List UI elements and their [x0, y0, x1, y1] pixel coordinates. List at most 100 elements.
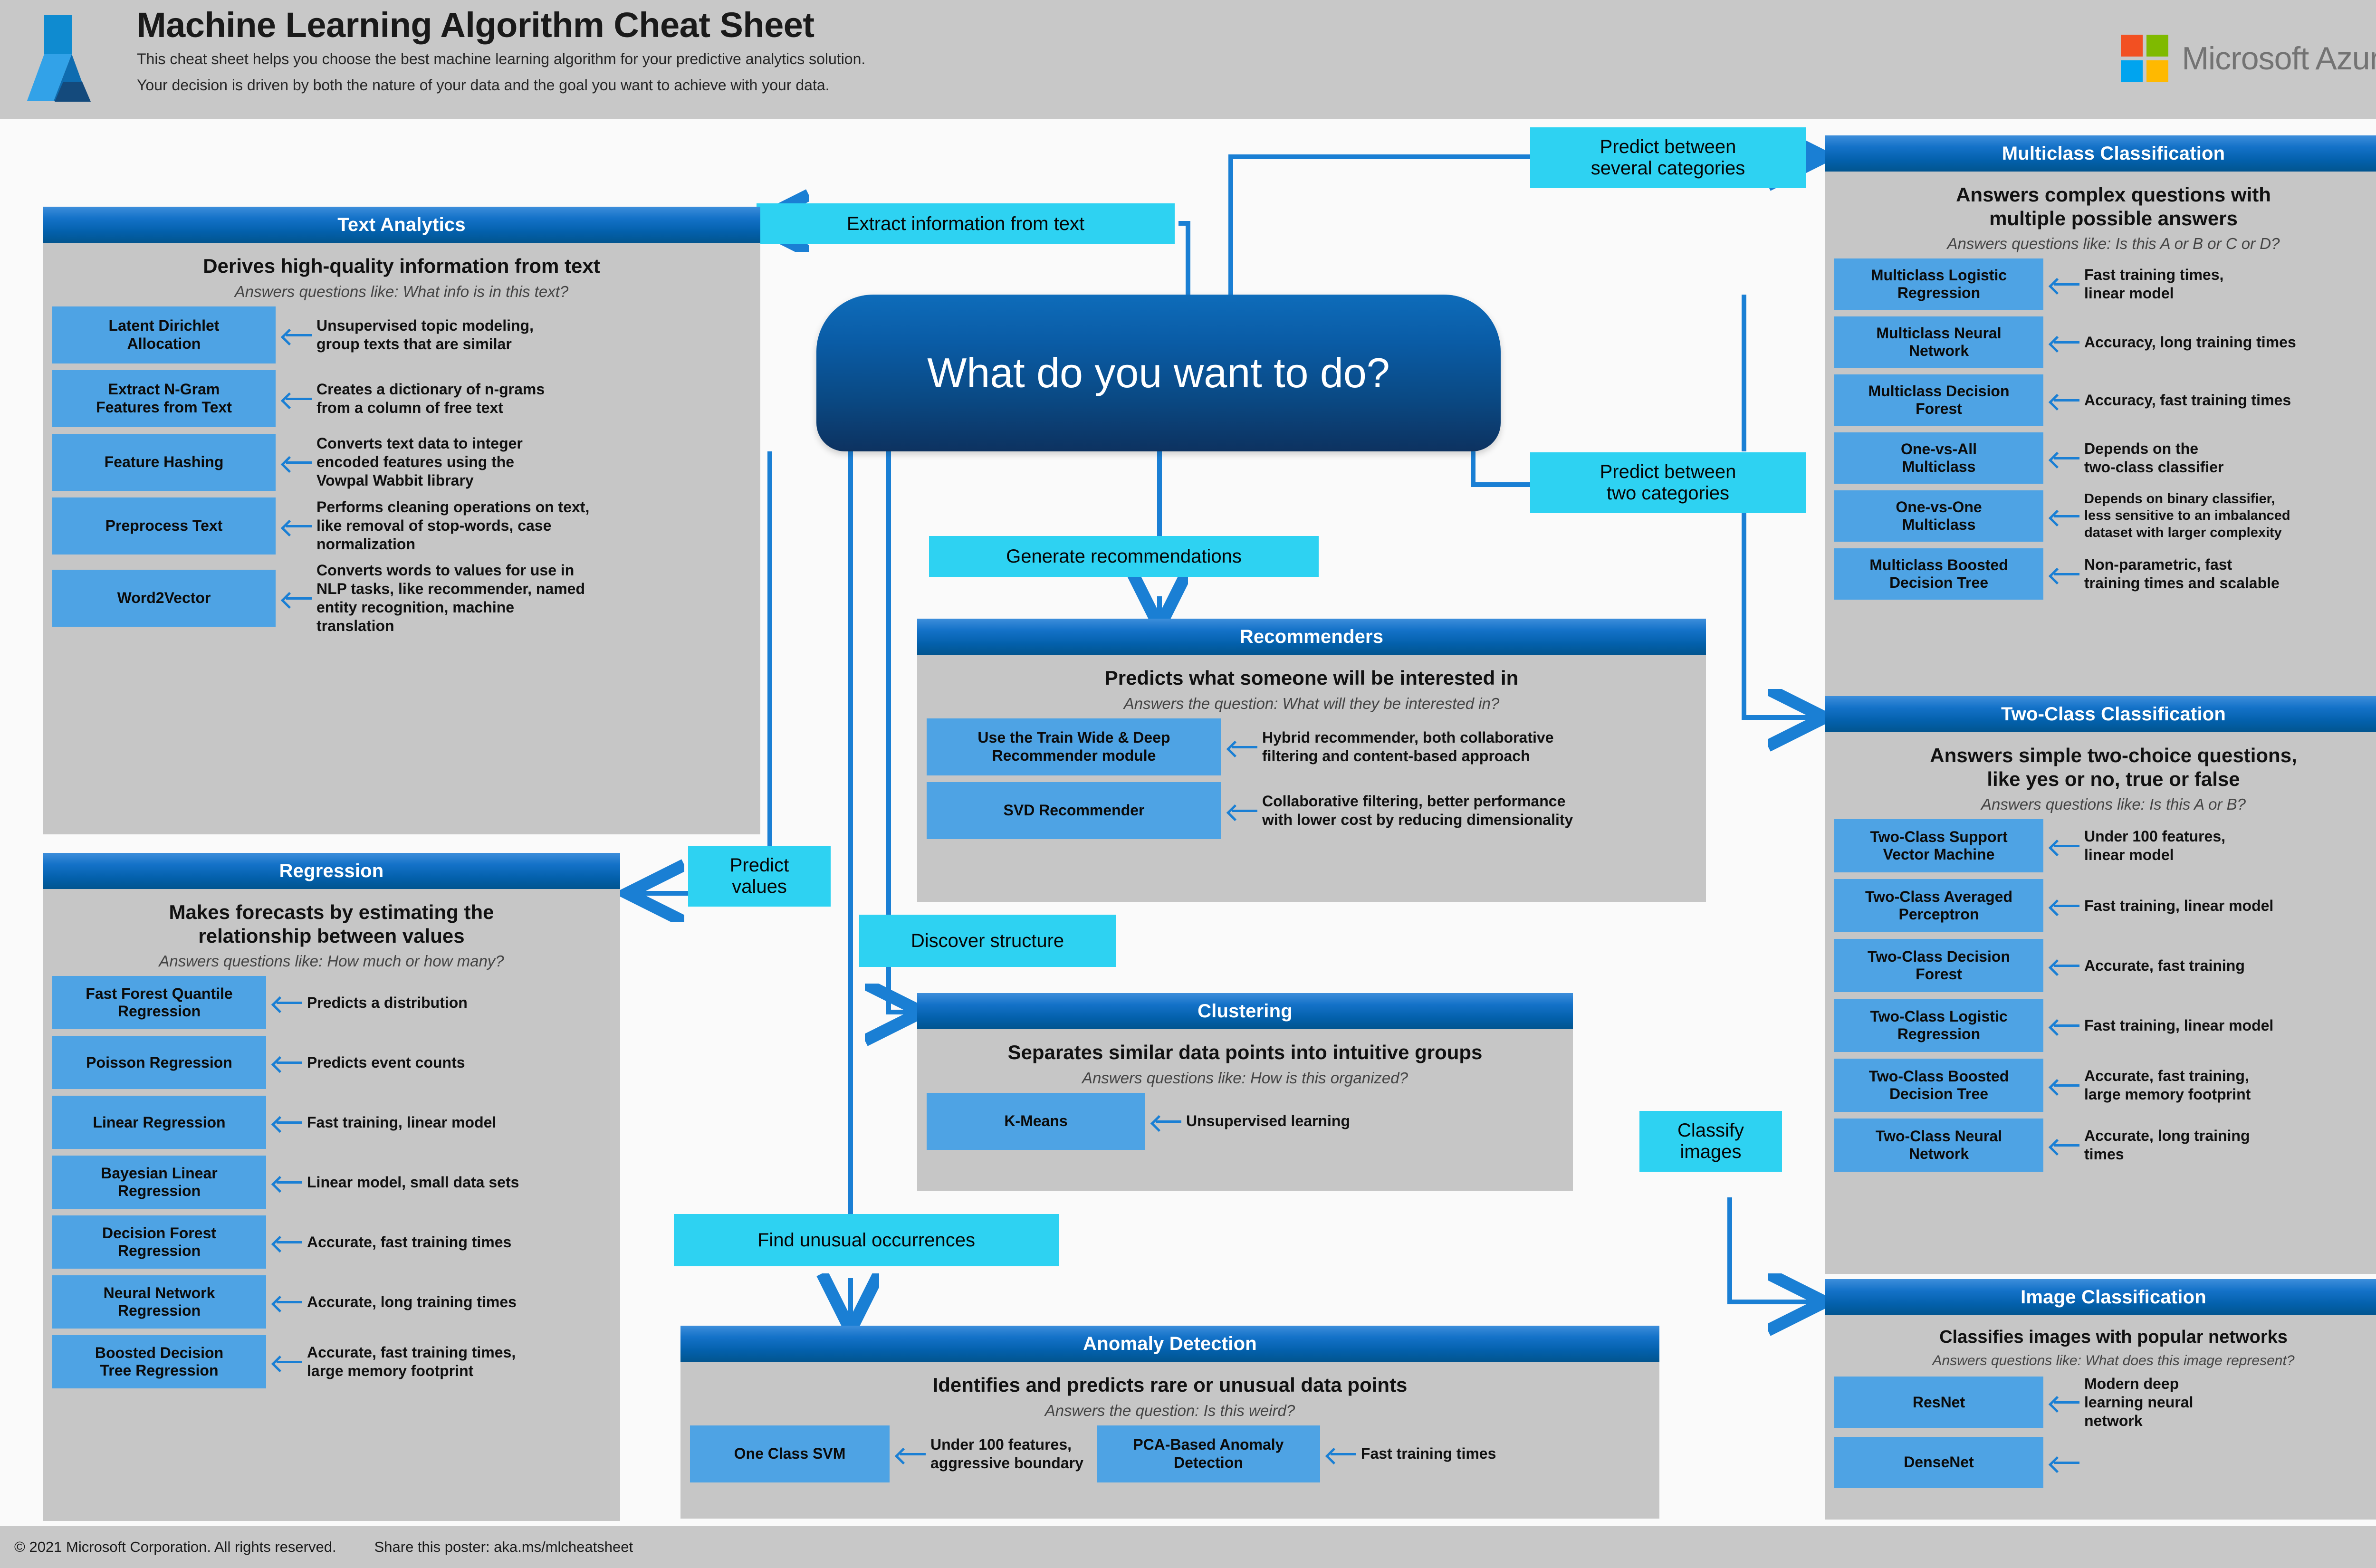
panel-lead: Separates similar data points into intui…	[1007, 1041, 1483, 1063]
decision-label-extract-information-from-text[interactable]: Extract information from text	[757, 203, 1175, 244]
algorithm-description: Predicts a distribution	[307, 994, 468, 1011]
algorithm-description: Accurate, long training times	[307, 1293, 517, 1310]
algorithm-box[interactable]: Two-Class Averaged Perceptron	[1834, 879, 2043, 933]
arrow-left-icon	[1226, 803, 1257, 818]
algorithm-box[interactable]: Two-Class Neural Network	[1834, 1119, 2043, 1172]
algorithm-list: Latent Dirichlet Allocation Unsupervised…	[52, 306, 751, 635]
algorithm-box[interactable]: One-vs-All Multiclass	[1834, 432, 2043, 484]
panel-lead: Answers complex questions with multiple …	[1956, 183, 2271, 229]
algorithm-box[interactable]: Linear Regression	[52, 1096, 266, 1149]
panel-multiclass-classification: Multiclass Classification Answers comple…	[1825, 135, 2376, 704]
panel-lead: Identifies and predicts rare or unusual …	[932, 1374, 1408, 1396]
algorithm-row: Two-Class Averaged Perceptron Fast train…	[1834, 879, 2376, 933]
algorithm-box[interactable]: SVD Recommender	[927, 782, 1221, 839]
algorithm-box[interactable]: Feature Hashing	[52, 433, 276, 491]
algorithm-description: Fast training, linear model	[307, 1113, 497, 1131]
decision-label-predict-between-two-categories[interactable]: Predict between two categories	[1530, 452, 1806, 513]
arrow-left-icon	[2048, 393, 2079, 407]
algorithm-box[interactable]: Neural Network Regression	[52, 1275, 266, 1329]
algorithm-box[interactable]: Multiclass Boosted Decision Tree	[1834, 548, 2043, 600]
arrow-left-icon	[894, 1447, 926, 1461]
algorithm-row: Fast Forest Quantile Regression Predicts…	[52, 976, 611, 1030]
algorithm-box[interactable]: K-Means	[927, 1092, 1145, 1150]
algorithm-list: Fast Forest Quantile Regression Predicts…	[52, 976, 611, 1389]
arrow-left-icon	[1226, 740, 1257, 754]
algorithm-box[interactable]: Extract N-Gram Features from Text	[52, 370, 276, 427]
header-subtitle-line1: This cheat sheet helps you choose the be…	[137, 50, 866, 67]
arrow-left-icon	[280, 455, 312, 469]
panel-title-two-class-classification: Two-Class Classification	[1825, 696, 2376, 732]
header-subtitle-line2: Your decision is driven by both the natu…	[137, 76, 830, 94]
algorithm-list: ResNet Modern deep learning neural netwo…	[1834, 1375, 2376, 1488]
arrow-left-icon	[271, 995, 302, 1010]
decision-label-predict-between-several-categories[interactable]: Predict between several categories	[1530, 127, 1806, 188]
panel-image-classification: Image Classification Classifies images w…	[1825, 1279, 2376, 1520]
decision-label-predict-values[interactable]: Predict values	[688, 846, 831, 907]
algorithm-box[interactable]: Two-Class Logistic Regression	[1834, 999, 2043, 1052]
arrow-left-icon	[2048, 1078, 2079, 1092]
algorithm-description: Collaborative filtering, better performa…	[1262, 792, 1573, 828]
algorithm-row: Poisson Regression Predicts event counts	[52, 1036, 611, 1090]
algorithm-description: Accurate, fast training times	[307, 1233, 512, 1251]
algorithm-box[interactable]: PCA-Based Anomaly Detection	[1096, 1425, 1320, 1482]
arrow-left-icon	[1325, 1447, 1356, 1461]
algorithm-row: Bayesian Linear Regression Linear model,…	[52, 1156, 611, 1209]
microsoft-logo-icon	[2121, 35, 2169, 82]
algorithm-list: Two-Class Support Vector Machine Under 1…	[1834, 819, 2376, 1172]
panel-question: Answers questions like: How is this orga…	[1082, 1069, 1408, 1087]
algorithm-box[interactable]: Two-Class Boosted Decision Tree	[1834, 1059, 2043, 1112]
algorithm-description: Under 100 features, linear model	[2084, 828, 2226, 864]
algorithm-box[interactable]: Latent Dirichlet Allocation	[52, 306, 276, 363]
algorithm-row: Multiclass Neural Network Accuracy, long…	[1834, 316, 2376, 368]
algorithm-box[interactable]: Two-Class Support Vector Machine	[1834, 819, 2043, 873]
algorithm-box[interactable]: Two-Class Decision Forest	[1834, 939, 2043, 993]
algorithm-row: Two-Class Support Vector Machine Under 1…	[1834, 819, 2376, 873]
algorithm-list: Multiclass Logistic Regression Fast trai…	[1834, 258, 2376, 600]
algorithm-description: Accuracy, fast training times	[2084, 391, 2291, 409]
algorithm-box[interactable]: Multiclass Logistic Regression	[1834, 258, 2043, 310]
algorithm-box[interactable]: Preprocess Text	[52, 497, 276, 555]
algorithm-box[interactable]: Decision Forest Regression	[52, 1215, 266, 1269]
panel-title-text-analytics: Text Analytics	[43, 207, 760, 243]
algorithm-row: Two-Class Decision Forest Accurate, fast…	[1834, 939, 2376, 993]
algorithm-row: Multiclass Decision Forest Accuracy, fas…	[1834, 374, 2376, 426]
algorithm-description: Linear model, small data sets	[307, 1173, 519, 1191]
algorithm-box[interactable]: Boosted Decision Tree Regression	[52, 1335, 266, 1389]
algorithm-box[interactable]: ResNet	[1834, 1377, 2043, 1428]
panel-regression: Regression Makes forecasts by estimating…	[43, 853, 620, 1521]
panel-title-anomaly-detection: Anomaly Detection	[680, 1326, 1659, 1362]
panel-lead: Derives high-quality information from te…	[203, 255, 600, 277]
algorithm-box[interactable]: Bayesian Linear Regression	[52, 1156, 266, 1209]
algorithm-row: Extract N-Gram Features from Text Create…	[52, 370, 751, 427]
panel-question: Answers questions like: Is this A or B o…	[1947, 235, 2280, 253]
arrow-left-icon	[2048, 958, 2079, 973]
panel-question: Answers questions like: How much or how …	[159, 952, 504, 970]
decision-label-discover-structure[interactable]: Discover structure	[859, 915, 1116, 967]
algorithm-row: Use the Train Wide & Deep Recommender mo…	[927, 718, 1696, 775]
algorithm-box[interactable]: Fast Forest Quantile Regression	[52, 976, 266, 1030]
arrow-left-icon	[271, 1055, 302, 1070]
arrow-left-icon	[2048, 1455, 2079, 1470]
central-question-node: What do you want to do?	[816, 295, 1501, 451]
page-title: Machine Learning Algorithm Cheat Sheet	[137, 5, 814, 45]
arrow-left-icon	[280, 519, 312, 533]
algorithm-box[interactable]: Multiclass Neural Network	[1834, 316, 2043, 368]
algorithm-box[interactable]: Poisson Regression	[52, 1036, 266, 1090]
panel-lead: Predicts what someone will be interested…	[1104, 667, 1519, 689]
poster-header: Machine Learning Algorithm Cheat Sheet T…	[0, 0, 2376, 119]
panel-two-class-classification: Two-Class Classification Answers simple …	[1825, 696, 2376, 1274]
algorithm-box[interactable]: Word2Vector	[52, 569, 276, 627]
decision-label-find-unusual-occurrences[interactable]: Find unusual occurrences	[674, 1214, 1059, 1266]
algorithm-box[interactable]: One Class SVM	[690, 1425, 890, 1482]
algorithm-box[interactable]: Use the Train Wide & Deep Recommender mo…	[927, 718, 1221, 775]
decision-label-generate-recommendations[interactable]: Generate recommendations	[929, 536, 1319, 577]
algorithm-box[interactable]: Multiclass Decision Forest	[1834, 374, 2043, 426]
algorithm-description: Accurate, fast training, large memory fo…	[2084, 1067, 2251, 1103]
decision-label-classify-images[interactable]: Classify images	[1639, 1111, 1782, 1172]
arrow-left-icon	[2048, 839, 2079, 853]
algorithm-box[interactable]: DenseNet	[1834, 1436, 2043, 1488]
algorithm-description: Depends on the two-class classifier	[2084, 440, 2224, 476]
algorithm-box[interactable]: One-vs-One Multiclass	[1834, 490, 2043, 542]
algorithm-row: Feature Hashing Converts text data to in…	[52, 433, 751, 491]
arrow-left-icon	[271, 1295, 302, 1309]
